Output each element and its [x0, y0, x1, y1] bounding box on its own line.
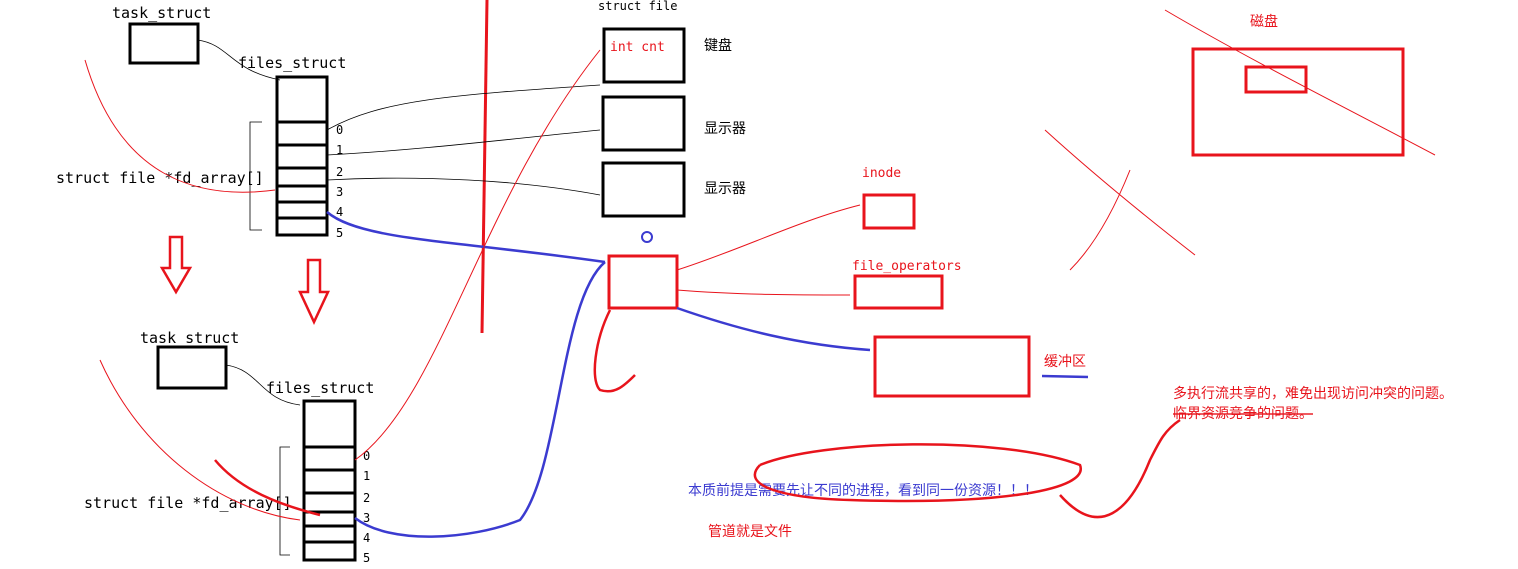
red-scribble [354, 49, 601, 461]
task-to-files-arrow [225, 364, 301, 406]
task-struct-box [128, 22, 200, 65]
fd1-arrow [326, 129, 601, 156]
pipe-file-box [607, 254, 679, 310]
disk-box [1191, 47, 1405, 157]
fd-array-column [275, 75, 329, 237]
task-struct-label: task_struct [112, 4, 211, 22]
bottom-process: task_struct files_struct struct file *fd… [84, 329, 374, 565]
red-scribble [1044, 129, 1196, 256]
inode-arrow [676, 204, 861, 271]
fd-array-label: struct file *fd_array[] [84, 494, 292, 512]
down-arrow-icon [159, 235, 193, 295]
pipe-is-file-note: 管道就是文件 [708, 524, 792, 540]
task-to-files-arrow [197, 39, 281, 81]
files-struct-label: files_struct [266, 379, 374, 397]
critical-resource-note: 临界资源竞争的问题。 [1173, 405, 1313, 422]
fd3-bottom-blue-arrow [354, 261, 606, 538]
note-connector [1059, 418, 1181, 519]
files-struct-label: files_struct [238, 54, 346, 72]
fops-arrow [676, 289, 851, 296]
struct-file-display-2 [601, 161, 686, 218]
fd-index-5: 5 [363, 551, 370, 565]
fd-index-5: 5 [336, 226, 343, 240]
red-scribble [1069, 169, 1131, 271]
struct-file-keyboard [602, 27, 686, 84]
struct-file-label: struct file [598, 0, 677, 13]
disk-block [1244, 65, 1308, 94]
fd-index-2: 2 [363, 491, 370, 505]
fd-index-4: 4 [363, 531, 370, 545]
fd-index-2: 2 [336, 165, 343, 179]
top-process: task_struct files_struct struct file *fd… [56, 4, 346, 240]
premise-ellipse [753, 443, 1082, 503]
down-arrow-icon [298, 258, 330, 325]
red-scribble [99, 359, 301, 521]
premise-note: 本质前提是需要先让不同的进程，看到同一份资源！！！ [688, 482, 1038, 499]
display-label-1: 显示器 [704, 121, 746, 137]
fd-index-3: 3 [363, 511, 370, 525]
inode-box [862, 193, 916, 230]
buffer-underline [1041, 374, 1089, 379]
divider-line [480, 0, 489, 334]
keyboard-label: 键盘 [704, 37, 732, 54]
int-cnt-field: int cnt [610, 40, 665, 55]
fd-array-label: struct file *fd_array[] [56, 169, 264, 187]
inode-label: inode [862, 166, 901, 181]
fd-index-3: 3 [336, 185, 343, 199]
struct-file-group: struct file int cnt 键盘 显示器 显示器 [598, 0, 746, 218]
blue-circle-mark [641, 231, 653, 243]
buffer-blue-arrow [676, 306, 871, 352]
fd0-arrow [326, 84, 601, 131]
task-struct-label: task_struct [140, 329, 239, 347]
fd-index-1: 1 [363, 469, 370, 483]
file-operators-box [853, 274, 944, 310]
fd-index-4: 4 [336, 205, 343, 219]
buffer-box [873, 335, 1031, 398]
disk-scribble [1164, 9, 1436, 156]
struct-file-display-1 [601, 95, 686, 152]
red-arrow [214, 459, 321, 517]
red-scribble [84, 59, 276, 193]
file-operators-label: file_operators [852, 259, 962, 274]
red-scribble [593, 309, 636, 393]
shared-problem-note: 多执行流共享的，难免出现访问冲突的问题。 [1173, 385, 1453, 402]
fd-array-bracket [249, 121, 262, 231]
buffer-label: 缓冲区 [1044, 354, 1086, 370]
fd2-arrow [326, 177, 601, 196]
display-label-2: 显示器 [704, 181, 746, 197]
task-struct-box [156, 345, 228, 390]
fd-index-1: 1 [336, 143, 343, 157]
fd-index-0: 0 [336, 123, 343, 137]
disk-label: 磁盘 [1250, 13, 1278, 30]
fd-array-column [302, 399, 357, 562]
fd3-blue-arrow [326, 211, 606, 264]
fd-index-0: 0 [363, 449, 370, 463]
fd-array-bracket [279, 446, 290, 556]
